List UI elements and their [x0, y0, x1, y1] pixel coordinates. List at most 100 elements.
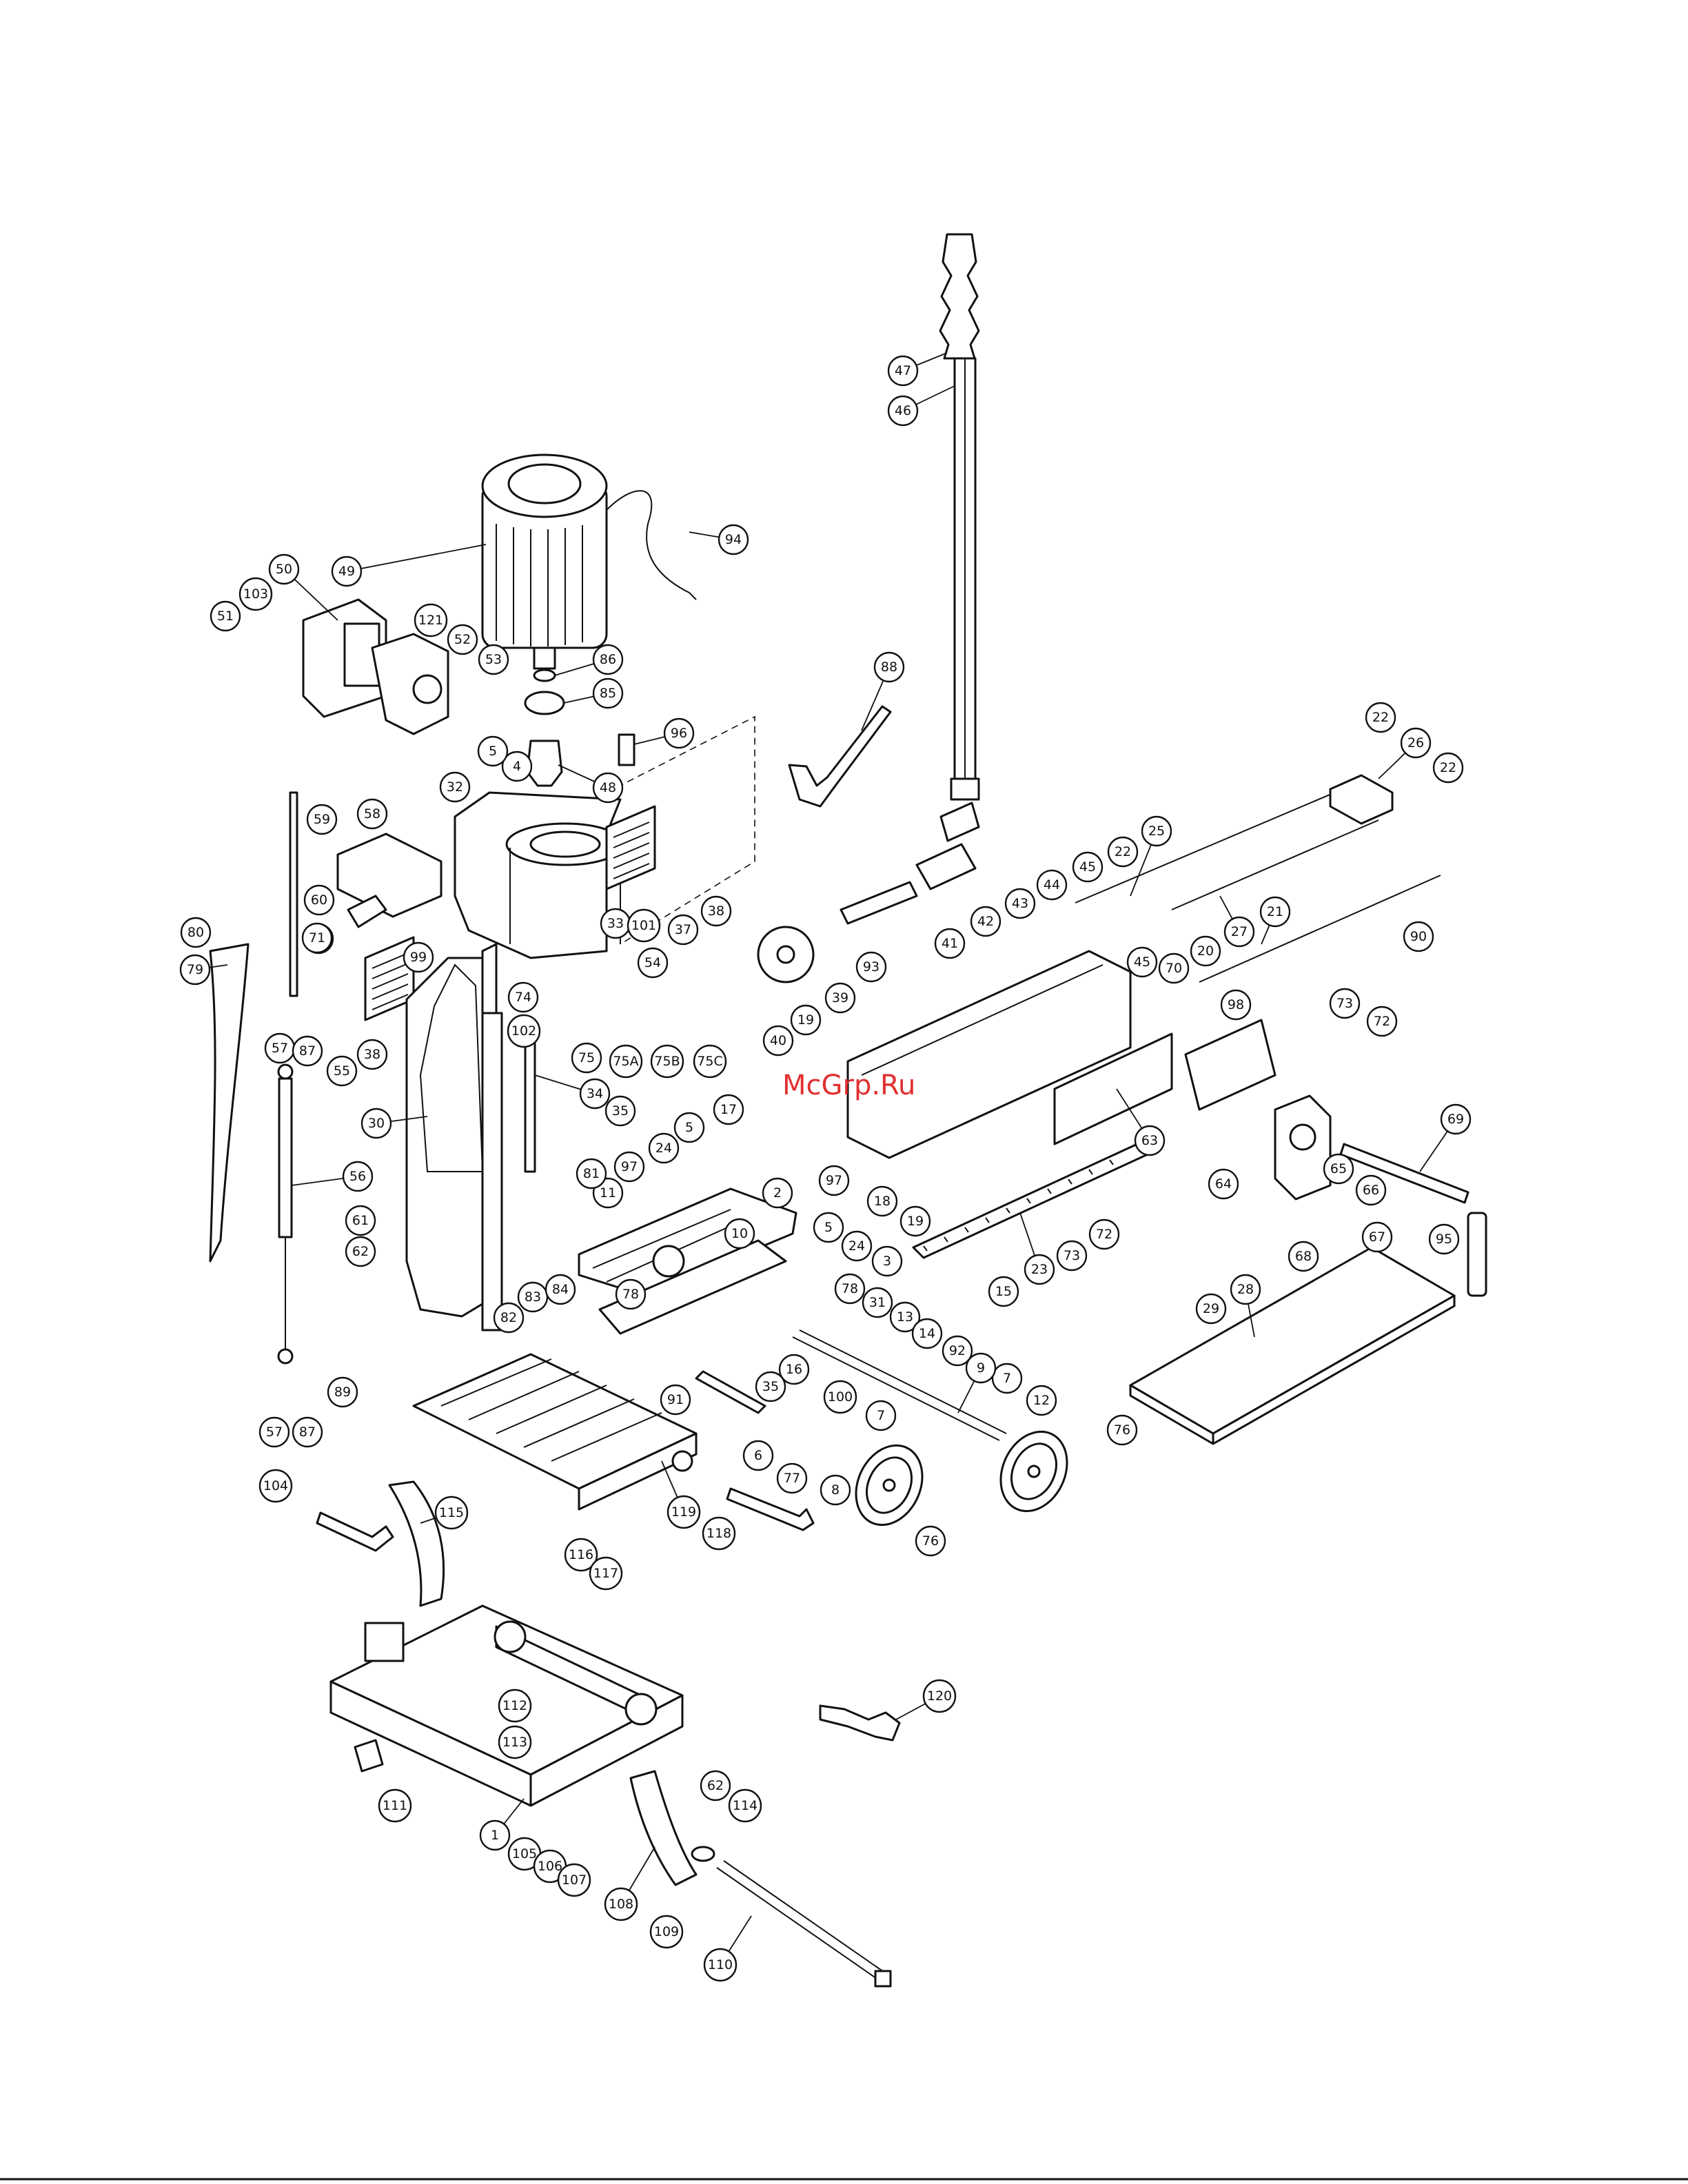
- callout-circle: [479, 1819, 511, 1851]
- part-callout-40: 40: [762, 1025, 794, 1057]
- callout-label: 10: [731, 1226, 748, 1241]
- callout-label: 112: [502, 1698, 527, 1713]
- callout-circle: [970, 906, 1001, 937]
- part-callout-22: 22: [1365, 702, 1396, 733]
- callout-label: 59: [314, 812, 330, 827]
- callout-circle: [345, 1236, 376, 1267]
- fence-plate: [209, 943, 250, 1263]
- part-callout-87b: 87: [292, 1416, 323, 1448]
- callout-label: 29: [1203, 1301, 1219, 1316]
- callout-circle: [414, 603, 448, 637]
- callout-label: 8: [831, 1482, 840, 1498]
- callout-label: 105: [512, 1846, 537, 1861]
- callout-label: 74: [515, 990, 531, 1005]
- part-callout-91: 91: [660, 1384, 691, 1416]
- callout-circle: [667, 1495, 701, 1529]
- part-callout-52: 52: [447, 624, 478, 655]
- callout-circle: [493, 1302, 525, 1334]
- part-callout-53: 53: [478, 644, 509, 675]
- callout-circle: [604, 1887, 638, 1921]
- part-callout-5c: 5: [813, 1212, 844, 1243]
- part-callout-39: 39: [824, 982, 856, 1014]
- part-callout-42: 42: [970, 906, 1001, 937]
- part-callout-22b: 22: [1432, 752, 1464, 784]
- part-callout-5: 5: [477, 735, 509, 767]
- callout-circle: [180, 917, 212, 948]
- callout-label: 75B: [654, 1054, 680, 1069]
- callout-label: 35: [762, 1379, 779, 1394]
- callout-label: 41: [942, 936, 958, 951]
- part-callout-58: 58: [356, 798, 388, 830]
- callout-label: 97: [826, 1173, 842, 1188]
- callout-label: 21: [1267, 904, 1283, 919]
- callout-circle: [615, 1278, 647, 1310]
- callout-label: 53: [485, 652, 502, 667]
- callout-label: 14: [919, 1326, 935, 1341]
- callout-circle: [1288, 1241, 1319, 1272]
- callout-circle: [1366, 1006, 1398, 1037]
- part-callout-65: 65: [1323, 1153, 1354, 1185]
- callout-label: 67: [1369, 1229, 1385, 1245]
- callout-label: 81: [583, 1166, 600, 1181]
- callout-circle: [1026, 1385, 1057, 1416]
- callout-circle: [778, 1354, 810, 1385]
- callout-label: 66: [1363, 1183, 1379, 1198]
- part-callout-29: 29: [1195, 1293, 1227, 1325]
- part-callout-48: 48: [592, 772, 624, 804]
- base-board: [1129, 1246, 1456, 1435]
- callout-label: 115: [439, 1505, 464, 1520]
- callout-label: 17: [720, 1102, 737, 1117]
- callout-label: 48: [600, 780, 616, 795]
- part-callout-25: 25: [1141, 815, 1172, 847]
- part-callout-79: 79: [179, 954, 211, 986]
- part-callout-68: 68: [1288, 1241, 1319, 1272]
- part-callout-109: 109: [649, 1915, 684, 1949]
- callout-label: 110: [708, 1957, 733, 1972]
- wrench: [819, 1704, 901, 1742]
- part-callout-18: 18: [866, 1185, 898, 1217]
- callout-circle: [703, 1948, 738, 1982]
- callout-label: 47: [895, 363, 911, 378]
- part-callout-44: 44: [1036, 869, 1068, 901]
- part-callout-75a: 75A: [609, 1044, 643, 1079]
- part-callout-34: 34: [579, 1078, 611, 1110]
- callout-circle: [988, 1276, 1019, 1307]
- part-callout-38: 38: [700, 895, 732, 927]
- callout-circle: [776, 1462, 808, 1494]
- callout-label: 73: [1064, 1248, 1080, 1263]
- callout-label: 116: [569, 1547, 593, 1562]
- part-callout-64: 64: [1208, 1168, 1239, 1200]
- part-callout-113: 113: [498, 1725, 532, 1759]
- return-shaft: [1467, 1212, 1487, 1297]
- part-callout-66: 66: [1355, 1174, 1387, 1206]
- part-callout-84: 84: [545, 1274, 576, 1305]
- callout-circle: [1432, 752, 1464, 784]
- callout-label: 7: [877, 1408, 885, 1423]
- callout-circle: [887, 355, 919, 387]
- callout-label: 60: [311, 892, 327, 908]
- callout-circle: [855, 951, 887, 983]
- callout-circle: [303, 884, 335, 916]
- callout-label: 83: [525, 1289, 541, 1305]
- callout-label: 57: [272, 1041, 288, 1056]
- callout-circle: [1036, 869, 1068, 901]
- callout-label: 97: [621, 1159, 638, 1174]
- tilt-bolt: [691, 1846, 892, 1988]
- callout-circle: [1323, 1153, 1354, 1185]
- callout-label: 9: [977, 1360, 985, 1376]
- main-column-casting: [405, 943, 503, 1331]
- part-callout-100: 100: [823, 1380, 857, 1414]
- callout-circle: [1088, 1218, 1120, 1250]
- callout-label: 68: [1295, 1249, 1312, 1264]
- part-callout-17: 17: [713, 1094, 744, 1125]
- callout-circle: [501, 751, 533, 782]
- callout-label: 4: [513, 759, 521, 774]
- part-callout-111: 111: [378, 1788, 412, 1823]
- callout-label: 30: [368, 1116, 385, 1131]
- callout-circle: [627, 908, 661, 943]
- guide-rod-middle: [1171, 819, 1379, 910]
- callout-circle: [1428, 1223, 1460, 1255]
- callout-label: 5: [824, 1220, 833, 1235]
- callout-circle: [1190, 935, 1221, 967]
- callout-label: 75: [578, 1050, 595, 1065]
